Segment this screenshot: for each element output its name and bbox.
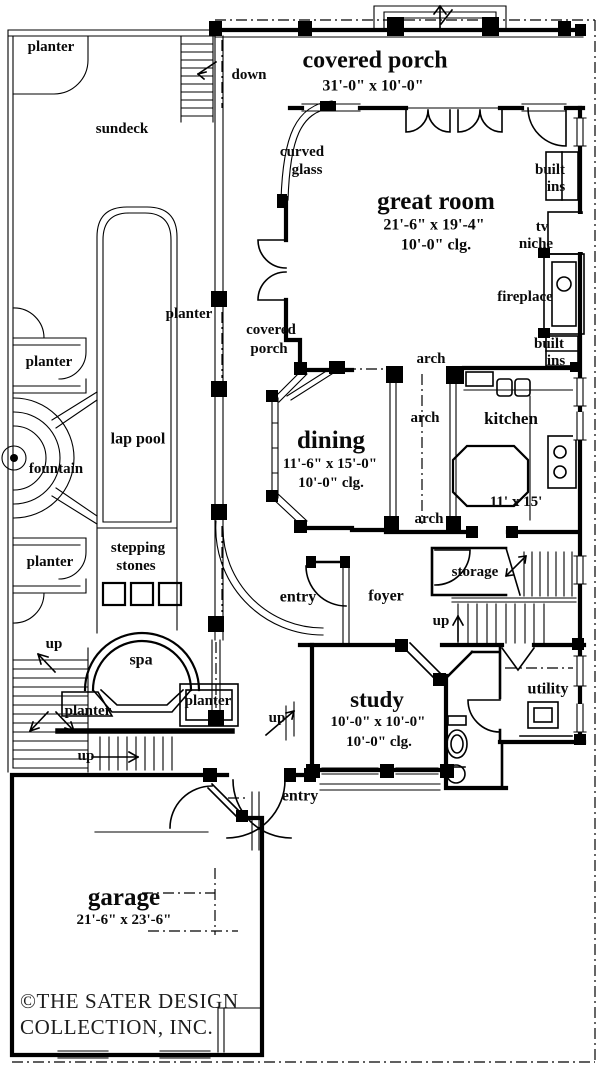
label-built-ins-2-2: ins	[546, 353, 566, 370]
label-study-name: study	[350, 686, 404, 712]
label-planter-3: planter	[25, 354, 73, 371]
columns	[203, 17, 586, 822]
label-great-room-dims: 21'-6" x 19'-4"	[383, 216, 485, 234]
label-covered-porch-name: covered porch	[302, 47, 448, 74]
label-curved-glass-2: glass	[291, 162, 323, 179]
label-planter-6: planter	[184, 693, 232, 710]
label-built-ins-2-1: built	[533, 336, 565, 353]
label-great-room-clg: 10'-0" clg.	[400, 236, 472, 254]
label-entry-2: entry	[281, 787, 319, 805]
label-curved-glass-1: curved	[279, 144, 325, 161]
label-dining-name: dining	[296, 426, 366, 454]
label-foyer: foyer	[368, 587, 404, 605]
label-study-clg: 10'-0" clg.	[346, 734, 412, 751]
label-down: down	[231, 67, 267, 84]
label-storage: storage	[451, 564, 499, 581]
label-arch-1: arch	[416, 351, 446, 368]
label-tv-niche-2: niche	[518, 236, 554, 253]
copyright-notice: ©THE SATER DESIGN COLLECTION, INC.	[20, 988, 239, 1040]
label-garage-dims: 21'-6" x 23'-6"	[76, 912, 172, 929]
label-entry-1: entry	[279, 588, 317, 606]
label-garage-name: garage	[87, 883, 161, 911]
label-lap-pool: lap pool	[110, 430, 166, 448]
label-spa: spa	[129, 651, 153, 669]
spa-dome	[83, 444, 530, 692]
label-dining-clg: 10'-0" clg.	[298, 475, 364, 492]
label-built-ins-top-2: ins	[546, 179, 566, 196]
partitions	[306, 546, 508, 790]
label-covered-porch-dims: 31'-0" x 10'-0"	[322, 77, 424, 95]
label-covered-side-2: porch	[250, 341, 288, 358]
label-fountain: fountain	[28, 461, 84, 478]
copyright-line-1: ©THE SATER DESIGN	[20, 989, 239, 1013]
label-up-1: up	[432, 613, 450, 630]
label-kitchen-name: kitchen	[484, 409, 538, 429]
label-dining-dims: 11'-6" x 15'-0"	[282, 456, 378, 473]
fountain-center	[10, 454, 18, 462]
label-study-dims: 10'-0" x 10'-0"	[330, 714, 426, 731]
label-built-ins-top-1: built	[534, 162, 566, 179]
label-great-room-name: great room	[377, 187, 495, 215]
label-sundeck: sundeck	[95, 121, 149, 138]
label-up-4: up	[77, 748, 95, 765]
label-up-3: up	[268, 710, 286, 727]
label-up-2: up	[45, 636, 63, 653]
label-planter-2: planter	[165, 306, 213, 323]
right-wall-windows	[573, 117, 587, 733]
label-stepping-2: stones	[116, 558, 156, 575]
label-planter-4: planter	[26, 554, 74, 571]
label-covered-side-1: covered	[246, 322, 296, 339]
label-stepping-1: stepping	[110, 540, 166, 557]
label-arch-3: arch	[414, 511, 444, 528]
label-planter-5: planter	[64, 703, 112, 720]
label-kitchen-dims: 11' x 15'	[489, 494, 543, 511]
copyright-line-2: COLLECTION, INC.	[20, 1015, 214, 1040]
label-utility: utility	[527, 680, 569, 698]
site-lines	[1, 5, 584, 1059]
property-lines	[12, 19, 596, 1063]
label-fireplace: fireplace	[497, 289, 553, 306]
label-tv-niche-1: tv	[535, 219, 549, 236]
label-planter-1: planter	[27, 39, 75, 56]
label-arch-2: arch	[410, 410, 440, 427]
